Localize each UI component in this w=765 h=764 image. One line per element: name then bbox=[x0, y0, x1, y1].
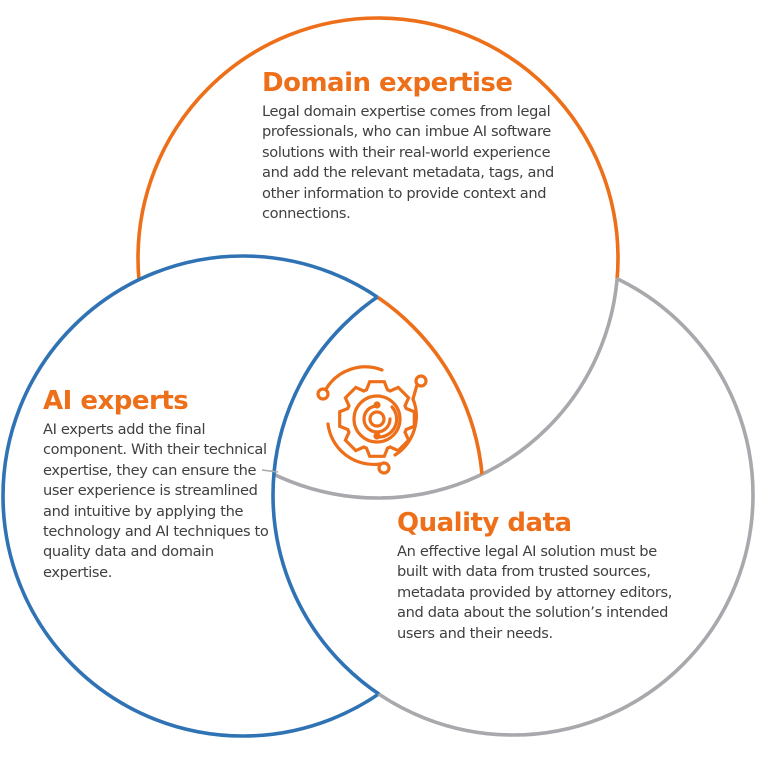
domain-expertise-section: Domain expertise Legal domain expertise … bbox=[262, 68, 562, 224]
node-dot bbox=[414, 374, 428, 388]
node-dot bbox=[316, 387, 330, 401]
outer-ring-arc bbox=[326, 422, 382, 467]
ai-experts-body: AI experts add the final component. With… bbox=[43, 421, 269, 581]
ai-experts-title: AI experts bbox=[43, 386, 189, 416]
quality-circle-inner-arc bbox=[271, 256, 483, 736]
outer-ring-arc bbox=[324, 365, 384, 391]
outer-ring-arc bbox=[393, 397, 418, 457]
quality-data-body: An effective legal AI solution must be b… bbox=[397, 543, 673, 642]
quality-data-section: Quality data An effective legal AI solut… bbox=[397, 508, 687, 644]
gear-circuit-icon bbox=[316, 365, 428, 475]
ai-experts-section: AI experts AI experts add the final comp… bbox=[43, 386, 283, 583]
domain-expertise-title: Domain expertise bbox=[262, 68, 513, 98]
ai-connector-line bbox=[261, 469, 279, 473]
domain-expertise-body: Legal domain expertise comes from legal … bbox=[262, 103, 554, 223]
gear-outline bbox=[338, 380, 416, 458]
ai-circle bbox=[1, 254, 485, 738]
node-dot bbox=[377, 461, 391, 475]
quality-data-title: Quality data bbox=[397, 508, 572, 538]
